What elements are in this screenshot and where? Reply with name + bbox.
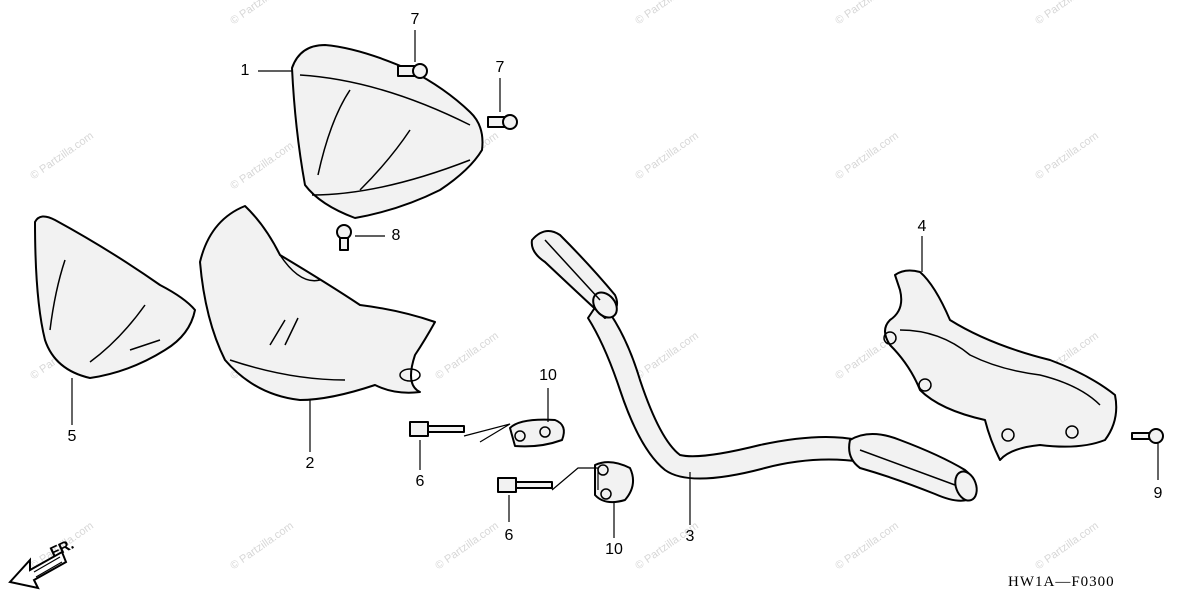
part-screw[interactable]: [1131, 428, 1164, 444]
part-upper-cover[interactable]: [291, 44, 484, 219]
part-holder[interactable]: [594, 461, 635, 504]
leader-lines: [71, 30, 1159, 538]
callout-number: 10: [539, 367, 557, 384]
part-screw[interactable]: [397, 63, 428, 79]
part-bolt[interactable]: [409, 421, 465, 437]
part-lower-cover[interactable]: [199, 205, 436, 401]
callout-number: 6: [504, 527, 514, 544]
callout-number: 9: [1153, 485, 1163, 502]
callout-number: 7: [495, 59, 505, 76]
part-holder[interactable]: [509, 418, 565, 448]
part-screw[interactable]: [487, 114, 518, 130]
arrow-icon: [8, 550, 68, 590]
callout-number: 3: [685, 528, 695, 545]
callout-number: 8: [391, 227, 401, 244]
part-handlebar[interactable]: [530, 230, 981, 504]
callout-number: 7: [410, 11, 420, 28]
part-side-cover[interactable]: [34, 215, 196, 379]
callout-number: 10: [605, 541, 623, 558]
callout-number: 2: [305, 455, 315, 472]
part-bolt[interactable]: [497, 477, 553, 493]
callout-number: 5: [67, 428, 77, 445]
part-switch-housing[interactable]: [883, 269, 1118, 461]
callout-number: 1: [240, 62, 250, 79]
diagram-code: HW1A—F0300: [1008, 574, 1115, 590]
callout-number: 4: [917, 218, 927, 235]
part-screw[interactable]: [336, 224, 352, 251]
callout-number: 6: [415, 473, 425, 490]
